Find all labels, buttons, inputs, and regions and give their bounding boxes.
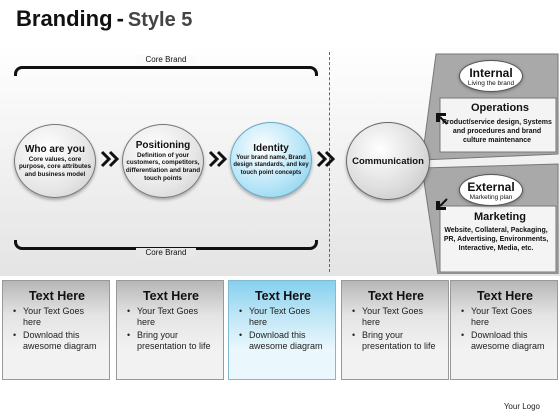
panel-bullets: Your Text Goes here Download this awesom…	[237, 306, 329, 352]
internal-label: Internal	[469, 65, 513, 80]
stage-desc: Your brand name, Brand design standards,…	[233, 154, 309, 176]
logo-placeholder: Your Logo	[503, 402, 540, 411]
arrow-inward-icon	[436, 113, 448, 125]
stage-identity: Identity Your brand name, Brand design s…	[230, 122, 312, 198]
communication-node: Communication	[346, 122, 430, 200]
stage-desc: Definition of your customers, competitor…	[125, 151, 201, 182]
panel-bullets: Your Text Goes here Download this awesom…	[11, 306, 103, 352]
arrow-inward-icon	[436, 198, 448, 210]
internal-pill: Internal Living the brand	[459, 60, 523, 92]
panel-bullet: Download this awesome diagram	[459, 330, 551, 352]
external-pill: External Marketing plan	[459, 174, 523, 206]
external-label: External	[467, 179, 515, 194]
panel-bullet: Download this awesome diagram	[11, 330, 103, 352]
stage-title: Positioning	[135, 139, 191, 151]
stage-positioning: Positioning Definition of your customers…	[122, 124, 204, 198]
panel-heading: Text Here	[367, 289, 425, 303]
marketing-desc: Website, Collateral, Packaging, PR, Adve…	[443, 227, 549, 252]
chevron-double-right-icon	[100, 150, 120, 168]
internal-sub: Living the brand	[467, 79, 515, 87]
title-main: Branding	[16, 6, 113, 31]
operations-box	[439, 97, 557, 153]
panel-bullet: Your Text Goes here	[125, 306, 217, 328]
stage-title: Identity	[253, 142, 289, 154]
panel-bullet: Bring your presentation to life	[125, 330, 217, 352]
text-panels: Text Here Your Text Goes here Download t…	[0, 280, 560, 380]
marketing-title: Marketing	[474, 211, 526, 223]
marketing-box	[439, 205, 557, 273]
panel-bullet: Your Text Goes here	[237, 306, 329, 328]
panel-heading: Text Here	[254, 289, 312, 303]
operations-title: Operations	[470, 102, 530, 114]
title-style: Style 5	[127, 9, 193, 31]
core-brand-label-bottom: Core Brand	[136, 248, 196, 258]
text-panel: Text Here Your Text Goes here Bring your…	[341, 280, 449, 380]
core-brand-bracket-top	[14, 66, 318, 76]
core-brand-label-top: Core Brand	[136, 55, 196, 65]
panel-bullet: Bring your presentation to life	[350, 330, 442, 352]
panel-bullet: Your Text Goes here	[350, 306, 442, 328]
stage-desc: Core values, core purpose, core attribut…	[18, 155, 92, 178]
chevron-double-right-icon	[316, 150, 336, 168]
panel-bullet: Your Text Goes here	[459, 306, 551, 328]
panel-bullet: Your Text Goes here	[11, 306, 103, 328]
text-panel-highlighted: Text Here Your Text Goes here Download t…	[228, 280, 336, 380]
panel-heading: Text Here	[142, 289, 200, 303]
panel-bullets: Your Text Goes here Bring your presentat…	[125, 306, 217, 352]
external-sub: Marketing plan	[469, 193, 513, 201]
panel-bullet: Download this awesome diagram	[237, 330, 329, 352]
panel-bullets: Your Text Goes here Download this awesom…	[459, 306, 551, 352]
operations-desc: Product/service design, Systems and proc…	[442, 119, 552, 144]
panel-bullets: Your Text Goes here Bring your presentat…	[350, 306, 442, 352]
panel-heading: Text Here	[476, 289, 534, 303]
title-separator: -	[116, 6, 124, 31]
internal-external-fan	[421, 53, 559, 274]
text-panel: Text Here Your Text Goes here Bring your…	[116, 280, 224, 380]
stage-who-are-you: Who are you Core values, core purpose, c…	[14, 124, 96, 198]
chevron-double-right-icon	[208, 150, 228, 168]
text-panel: Text Here Your Text Goes here Download t…	[2, 280, 110, 380]
panel-heading: Text Here	[28, 289, 86, 303]
page-title: Branding-Style 5	[16, 6, 192, 32]
stage-title: Who are you	[24, 143, 85, 155]
text-panel: Text Here Your Text Goes here Download t…	[450, 280, 558, 380]
